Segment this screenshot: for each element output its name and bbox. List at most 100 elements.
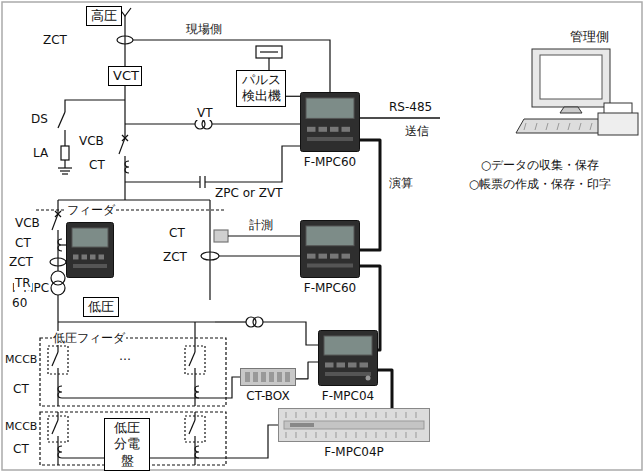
mpc60-part — [307, 137, 353, 141]
mpc60-part — [307, 127, 316, 132]
field-signal-wire — [133, 40, 330, 92]
hv-wiring — [64, 160, 65, 168]
ctbox-part — [285, 372, 290, 382]
mpc60-part — [307, 264, 353, 268]
ds-symbol — [58, 112, 65, 128]
mpc04p-part — [376, 432, 377, 438]
ds-branch — [65, 100, 125, 112]
hv-wiring — [62, 173, 68, 174]
ct-symbol — [195, 446, 199, 458]
lv-bus — [58, 321, 215, 322]
mpc60-part — [342, 127, 351, 132]
device-tag: VCB — [14, 216, 41, 230]
mpc04p-part — [336, 432, 337, 438]
pc-part — [532, 49, 610, 107]
vt-wire — [215, 321, 246, 322]
ctbox-part — [269, 372, 274, 382]
pc-part — [579, 123, 581, 130]
mpc04-part — [325, 372, 371, 376]
ctbox-part — [277, 372, 282, 382]
hv-wiring — [64, 130, 65, 146]
meter-device: F-MPC04 — [318, 330, 378, 404]
vt-wire — [125, 123, 195, 124]
ellipsis: … — [118, 349, 132, 363]
mpc60-part — [330, 127, 339, 132]
node-label: F-MPC60 — [300, 155, 360, 170]
mpc04p-part — [336, 412, 337, 418]
device-illustration — [300, 220, 360, 278]
mpc04p-part — [290, 423, 314, 427]
measure-wire — [228, 235, 300, 236]
mpc60-part — [330, 254, 339, 259]
mpc04p-part — [296, 432, 297, 438]
group-label: 低圧フィーダ — [52, 331, 126, 345]
mpc04p-part — [306, 412, 307, 418]
ct-symbol — [125, 161, 129, 173]
ctbox-part — [261, 372, 266, 382]
signal-label: 送信 — [404, 124, 430, 138]
mpc04p-part — [366, 432, 367, 438]
device-illustration — [318, 330, 378, 386]
device-tag: TR — [14, 276, 32, 290]
mpc60-part — [301, 93, 360, 152]
computer-illustration — [440, 45, 640, 140]
mpc04-part — [337, 362, 346, 367]
calc-link — [360, 140, 380, 250]
ct-sensor — [214, 230, 228, 242]
node-label: 低圧 — [88, 299, 114, 315]
mpc04p-part — [284, 421, 424, 429]
signal-label: 現場側 — [185, 22, 223, 36]
pc-part — [557, 123, 559, 130]
ct-wire — [62, 377, 240, 398]
meter-device: F-MPC60 — [300, 220, 360, 296]
ct-symbol — [195, 386, 199, 398]
hv-wiring — [260, 51, 278, 52]
device-tag: VCB — [78, 134, 105, 148]
node-label: 高圧 — [91, 8, 117, 24]
signal-line — [360, 117, 440, 119]
mpc60-part — [82, 254, 88, 259]
hv-wiring — [122, 135, 128, 141]
panel-box: 低圧 分電盤 — [104, 418, 150, 471]
note-text: ○データの収集・保存 — [440, 158, 640, 173]
mpc04p-part — [416, 432, 417, 438]
mpc04p-part — [356, 432, 357, 438]
device-tag: ZCT — [8, 255, 34, 269]
mpc04p-part — [306, 432, 307, 438]
signal-line — [286, 96, 300, 97]
hv-wiring — [36, 8, 330, 465]
mpc04p-part — [286, 412, 287, 418]
mpc60-part — [342, 254, 351, 259]
pc-part — [540, 55, 602, 99]
hv-wiring — [57, 200, 58, 214]
node-label: F-MPC04 — [318, 389, 378, 404]
pc-part — [535, 123, 537, 130]
mpc04p-part — [376, 412, 377, 418]
measure-wire — [219, 255, 300, 256]
device-tag: LA — [32, 146, 49, 160]
mpc60-part — [301, 221, 360, 278]
mpc04p-part — [406, 412, 407, 418]
device-tag: ZCT — [42, 33, 68, 47]
device-tag: CT — [168, 226, 186, 240]
node-label: CT-BOX — [240, 389, 296, 404]
mpc04-part — [366, 376, 371, 381]
group-label: フィーダ — [66, 203, 116, 217]
zct-symbol — [201, 252, 219, 260]
hv-wiring — [57, 295, 58, 322]
device-illustration — [66, 222, 114, 278]
hv-wiring — [55, 211, 61, 217]
feeder-bus — [58, 199, 210, 200]
hv-wiring — [212, 123, 300, 124]
meter-symbol — [256, 46, 282, 58]
vct-box: VCT — [108, 66, 142, 86]
hv-wiring — [60, 170, 70, 171]
mpc60-part — [306, 226, 354, 246]
pc-part — [546, 123, 548, 130]
device-illustration — [278, 408, 430, 442]
mpc60-part — [90, 254, 96, 259]
mpc04p-part — [326, 432, 327, 438]
hv-wiring — [194, 322, 195, 352]
mpc60-part — [73, 264, 107, 268]
